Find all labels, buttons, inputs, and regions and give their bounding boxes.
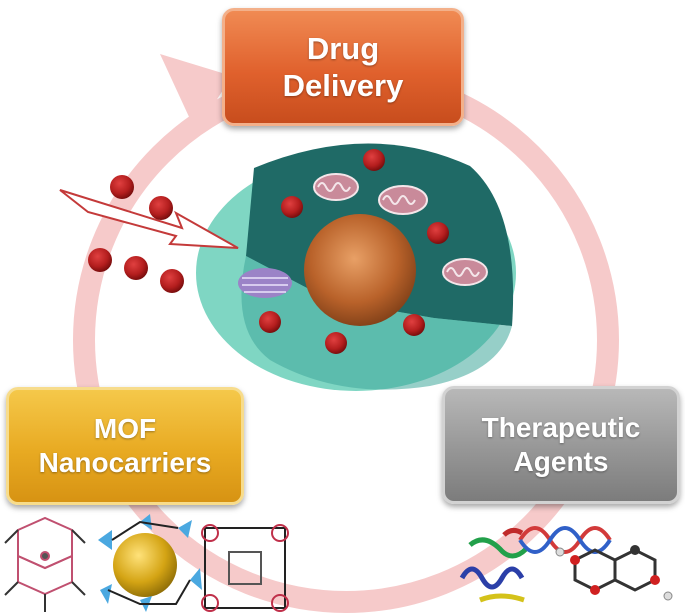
drug-delivery-line2: Delivery [282, 68, 404, 103]
cell [196, 143, 516, 391]
mof-nanocarriers-box: MOF Nanocarriers [6, 387, 244, 505]
therapeutic-agents-box: Therapeutic Agents [442, 386, 680, 504]
molecule-icon [555, 545, 673, 601]
drug-delivery-line1: Drug [306, 30, 380, 66]
mitochondria-icon [313, 173, 488, 286]
mof-structure-1 [4, 516, 86, 612]
nucleus-icon [304, 214, 416, 326]
drug-particle-icon [325, 332, 347, 354]
drug-particles-in-cell [259, 149, 449, 354]
mof-structure-2 [98, 514, 202, 612]
drug-particle-icon [149, 196, 173, 220]
protein-helix-icon [459, 527, 528, 603]
dna-helix-icon [518, 526, 612, 554]
drug-particle-icon [427, 222, 449, 244]
mof-structure-3 [201, 524, 289, 612]
drug-particle-icon [88, 248, 112, 272]
drug-particle-icon [281, 196, 303, 218]
mof-framework-icon [4, 514, 289, 612]
drug-particle-icon [110, 175, 134, 199]
mof-nanocarriers-line2: Nanocarriers [38, 447, 212, 478]
drug-particle-icon [403, 314, 425, 336]
therapeutic-agents-line2: Agents [513, 446, 609, 477]
drug-particle-icon [160, 269, 184, 293]
drug-delivery-box: Drug Delivery [222, 8, 464, 126]
drug-particle-icon [124, 256, 148, 280]
therapeutic-structures [459, 526, 673, 603]
golgi-icon [238, 268, 292, 298]
therapeutic-agents-line1: Therapeutic [481, 412, 641, 444]
free-drug-particles [88, 175, 184, 293]
drug-particle-icon [259, 311, 281, 333]
drug-particle-icon [363, 149, 385, 171]
delivery-arrow-icon [59, 189, 239, 249]
mof-nanocarriers-line1: MOF [93, 413, 157, 445]
